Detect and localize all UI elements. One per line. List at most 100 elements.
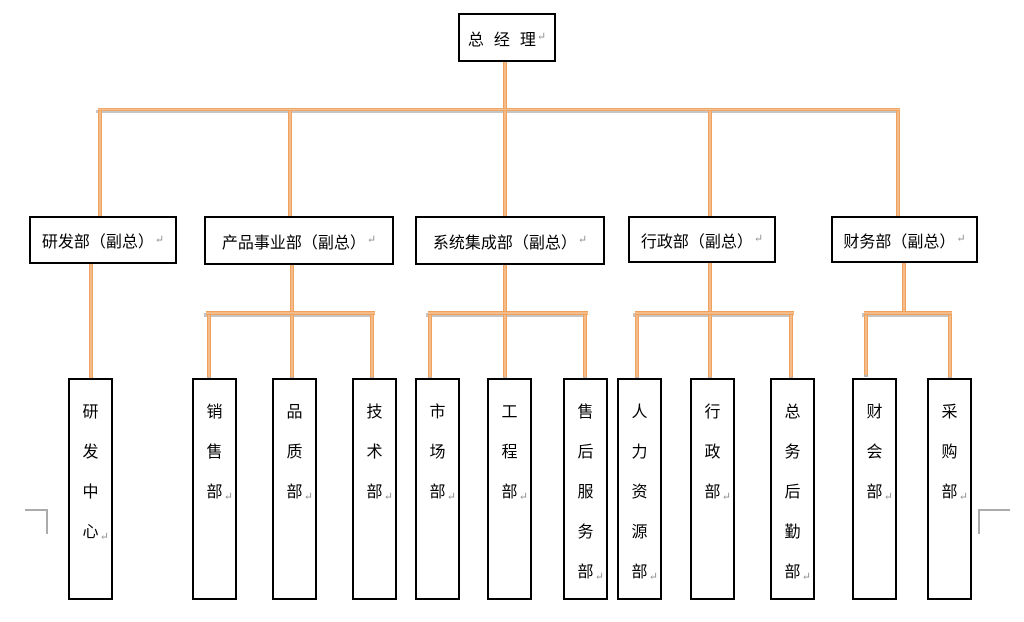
vertical-char: 政 [704,444,721,461]
box-unit-technology[interactable]: 技术部↵ [352,378,397,600]
box-unit-quality[interactable]: 品质部↵ [272,378,317,600]
vertical-char: 技 [366,404,383,421]
vertical-char: 程 [501,444,518,461]
paragraph-mark: ↵ [958,491,968,503]
paragraph-mark: ↵ [721,491,731,503]
connector-system-stem [503,265,507,311]
connector-drop-system [503,111,507,217]
paragraph-mark: ↵ [446,491,456,503]
paragraph-mark: ↵ [594,571,604,583]
vertical-char: 总 [784,404,801,421]
vertical-char: 部 [784,564,801,581]
box-unit-engineering[interactable]: 工程部↵ [487,378,532,600]
vertical-char: 部 [577,564,594,581]
connector-finance-stem [902,263,906,311]
connector-system-bus [428,311,588,315]
paragraph-mark: ↵ [518,491,528,503]
vertical-char: 部 [366,484,383,501]
box-unit-market[interactable]: 市场部↵ [415,378,460,600]
box-dept-system-integration[interactable]: 系统集成部（副总）↵ [415,216,605,265]
vertical-char: 销 [206,404,223,421]
connector-drop-admin [708,111,712,216]
connector-system-drop-aftersales [583,315,587,377]
paragraph-mark: ↵ [223,491,233,503]
connector-root-vertical [503,62,507,109]
paragraph-mark: ↵ [536,31,547,43]
paragraph-mark: ↵ [801,571,811,583]
vertical-char: 后 [784,484,801,501]
vertical-char: 购 [941,444,958,461]
paragraph-mark: ↵ [883,491,893,503]
box-label: 研发部（副总） [41,234,154,251]
paragraph-mark: ↵ [956,233,966,245]
box-root-general-manager[interactable]: 总 经 理↵ [458,13,556,62]
connector-drop-product [288,111,292,217]
box-dept-finance[interactable]: 财务部（副总）↵ [831,216,978,263]
page-margin-mark-right [978,509,1010,534]
connector-product-stem [290,264,294,311]
vertical-char: 服 [577,484,594,501]
vertical-char: 勤 [784,524,801,541]
box-unit-sales[interactable]: 销售部↵ [192,378,237,600]
vertical-char: 务 [784,444,801,461]
vertical-char: 后 [577,444,594,461]
connector-rnd-to-center [89,264,93,378]
vertical-char: 人 [631,404,648,421]
connector-system-drop-market [428,315,432,377]
box-label: 行政部（副总） [640,233,753,251]
box-dept-rnd[interactable]: 研发部（副总）↵ [29,216,177,264]
box-unit-accounting[interactable]: 财会部↵ [852,378,897,600]
vertical-char: 部 [429,484,446,501]
box-unit-after-sales[interactable]: 售后服务部↵ [563,378,608,600]
connector-admin-bus [635,311,794,315]
vertical-char: 源 [631,524,648,541]
paragraph-mark: ↵ [577,234,588,246]
connector-product-drop-technology [370,315,374,377]
vertical-char: 市 [429,404,446,421]
vertical-char: 售 [206,444,223,461]
connector-main-horizontal [98,108,900,111]
paragraph-mark: ↵ [383,491,393,503]
paragraph-mark: ↵ [366,234,377,246]
connector-product-bus [206,311,375,315]
box-unit-logistics[interactable]: 总务后勤部↵ [770,378,815,600]
vertical-char: 财 [866,404,883,421]
box-label: 系统集成部（副总） [432,234,577,252]
connector-product-drop-sales [207,315,211,377]
vertical-char: 会 [866,444,883,461]
vertical-char: 资 [631,484,648,501]
box-dept-admin[interactable]: 行政部（副总）↵ [628,216,776,263]
box-unit-rnd-center[interactable]: 研发中心↵ [68,378,113,600]
box-unit-purchasing[interactable]: 采购部↵ [927,378,972,600]
vertical-char: 部 [501,484,518,501]
vertical-char: 售 [577,404,594,421]
vertical-char: 发 [82,444,99,461]
vertical-char: 工 [501,404,518,421]
box-label: 产品事业部（副总） [221,234,366,252]
paragraph-mark: ↵ [648,571,658,583]
vertical-char: 部 [286,484,303,501]
vertical-char: 质 [286,444,303,461]
vertical-char: 场 [429,444,446,461]
box-dept-product[interactable]: 产品事业部（副总）↵ [204,216,394,265]
vertical-char: 部 [704,484,721,501]
paragraph-mark: ↵ [753,233,764,245]
box-label: 总 经 理 [467,31,536,49]
vertical-char: 部 [631,564,648,581]
paragraph-mark: ↵ [154,233,165,246]
connector-system-drop-engineering [503,315,507,377]
vertical-char: 力 [631,444,648,461]
vertical-char: 研 [82,404,99,421]
box-unit-admin[interactable]: 行政部↵ [690,378,735,600]
paragraph-mark: ↵ [99,531,109,543]
connector-finance-bus [864,311,952,315]
vertical-char: 部 [206,484,223,501]
vertical-char: 部 [866,484,883,501]
vertical-char: 务 [577,524,594,541]
vertical-char: 术 [366,444,383,461]
connector-admin-drop-hr [635,315,639,377]
connector-admin-stem [708,263,712,311]
vertical-char: 采 [941,404,958,421]
box-unit-hr[interactable]: 人力资源部↵ [617,378,662,600]
